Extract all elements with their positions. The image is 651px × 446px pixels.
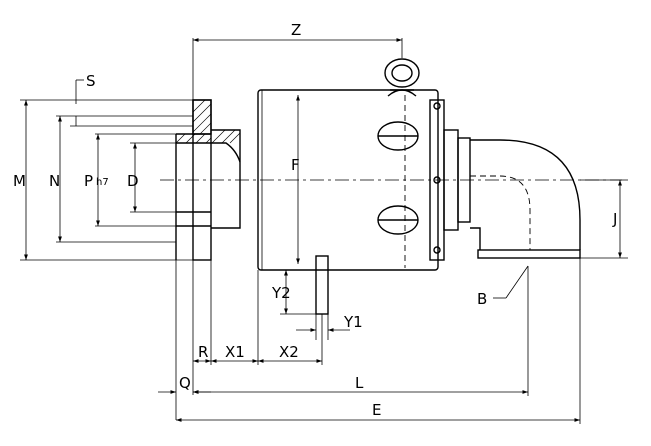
bolt-icon (433, 246, 441, 254)
shaft-neck (211, 129, 241, 229)
dim-label-p-tolerance: h7 (96, 177, 109, 188)
dim-label-y2: Y2 (271, 284, 291, 302)
dim-label-l: L (355, 374, 364, 392)
body-port-lower (377, 205, 419, 235)
dim-label-x2: X2 (279, 343, 299, 361)
dim-label-e: E (372, 401, 381, 419)
eye-bolt-icon (384, 58, 420, 97)
bolt-icon (433, 176, 441, 184)
dim-label-f: F (291, 156, 300, 174)
flange-hatch (192, 99, 212, 135)
dim-label-q: Q (179, 374, 191, 392)
dim-label-p: P (84, 172, 93, 190)
mounting-flange (175, 99, 212, 261)
elbow-outlet (443, 129, 581, 259)
dim-label-r: R (198, 343, 208, 361)
dim-label-d: D (127, 172, 139, 190)
dim-label-n: N (49, 172, 60, 190)
bolt-icon (433, 102, 441, 110)
main-body (257, 89, 445, 271)
dim-label-j: J (612, 210, 617, 228)
dim-label-z: Z (291, 21, 301, 39)
dim-label-b: B (477, 290, 487, 308)
body-port-upper (377, 121, 419, 151)
drain-pin (315, 255, 329, 315)
dim-label-y1: Y1 (343, 313, 363, 331)
dim-label-x1: X1 (225, 343, 245, 361)
dim-label-s: S (86, 72, 96, 90)
dim-label-m: M (13, 172, 26, 190)
